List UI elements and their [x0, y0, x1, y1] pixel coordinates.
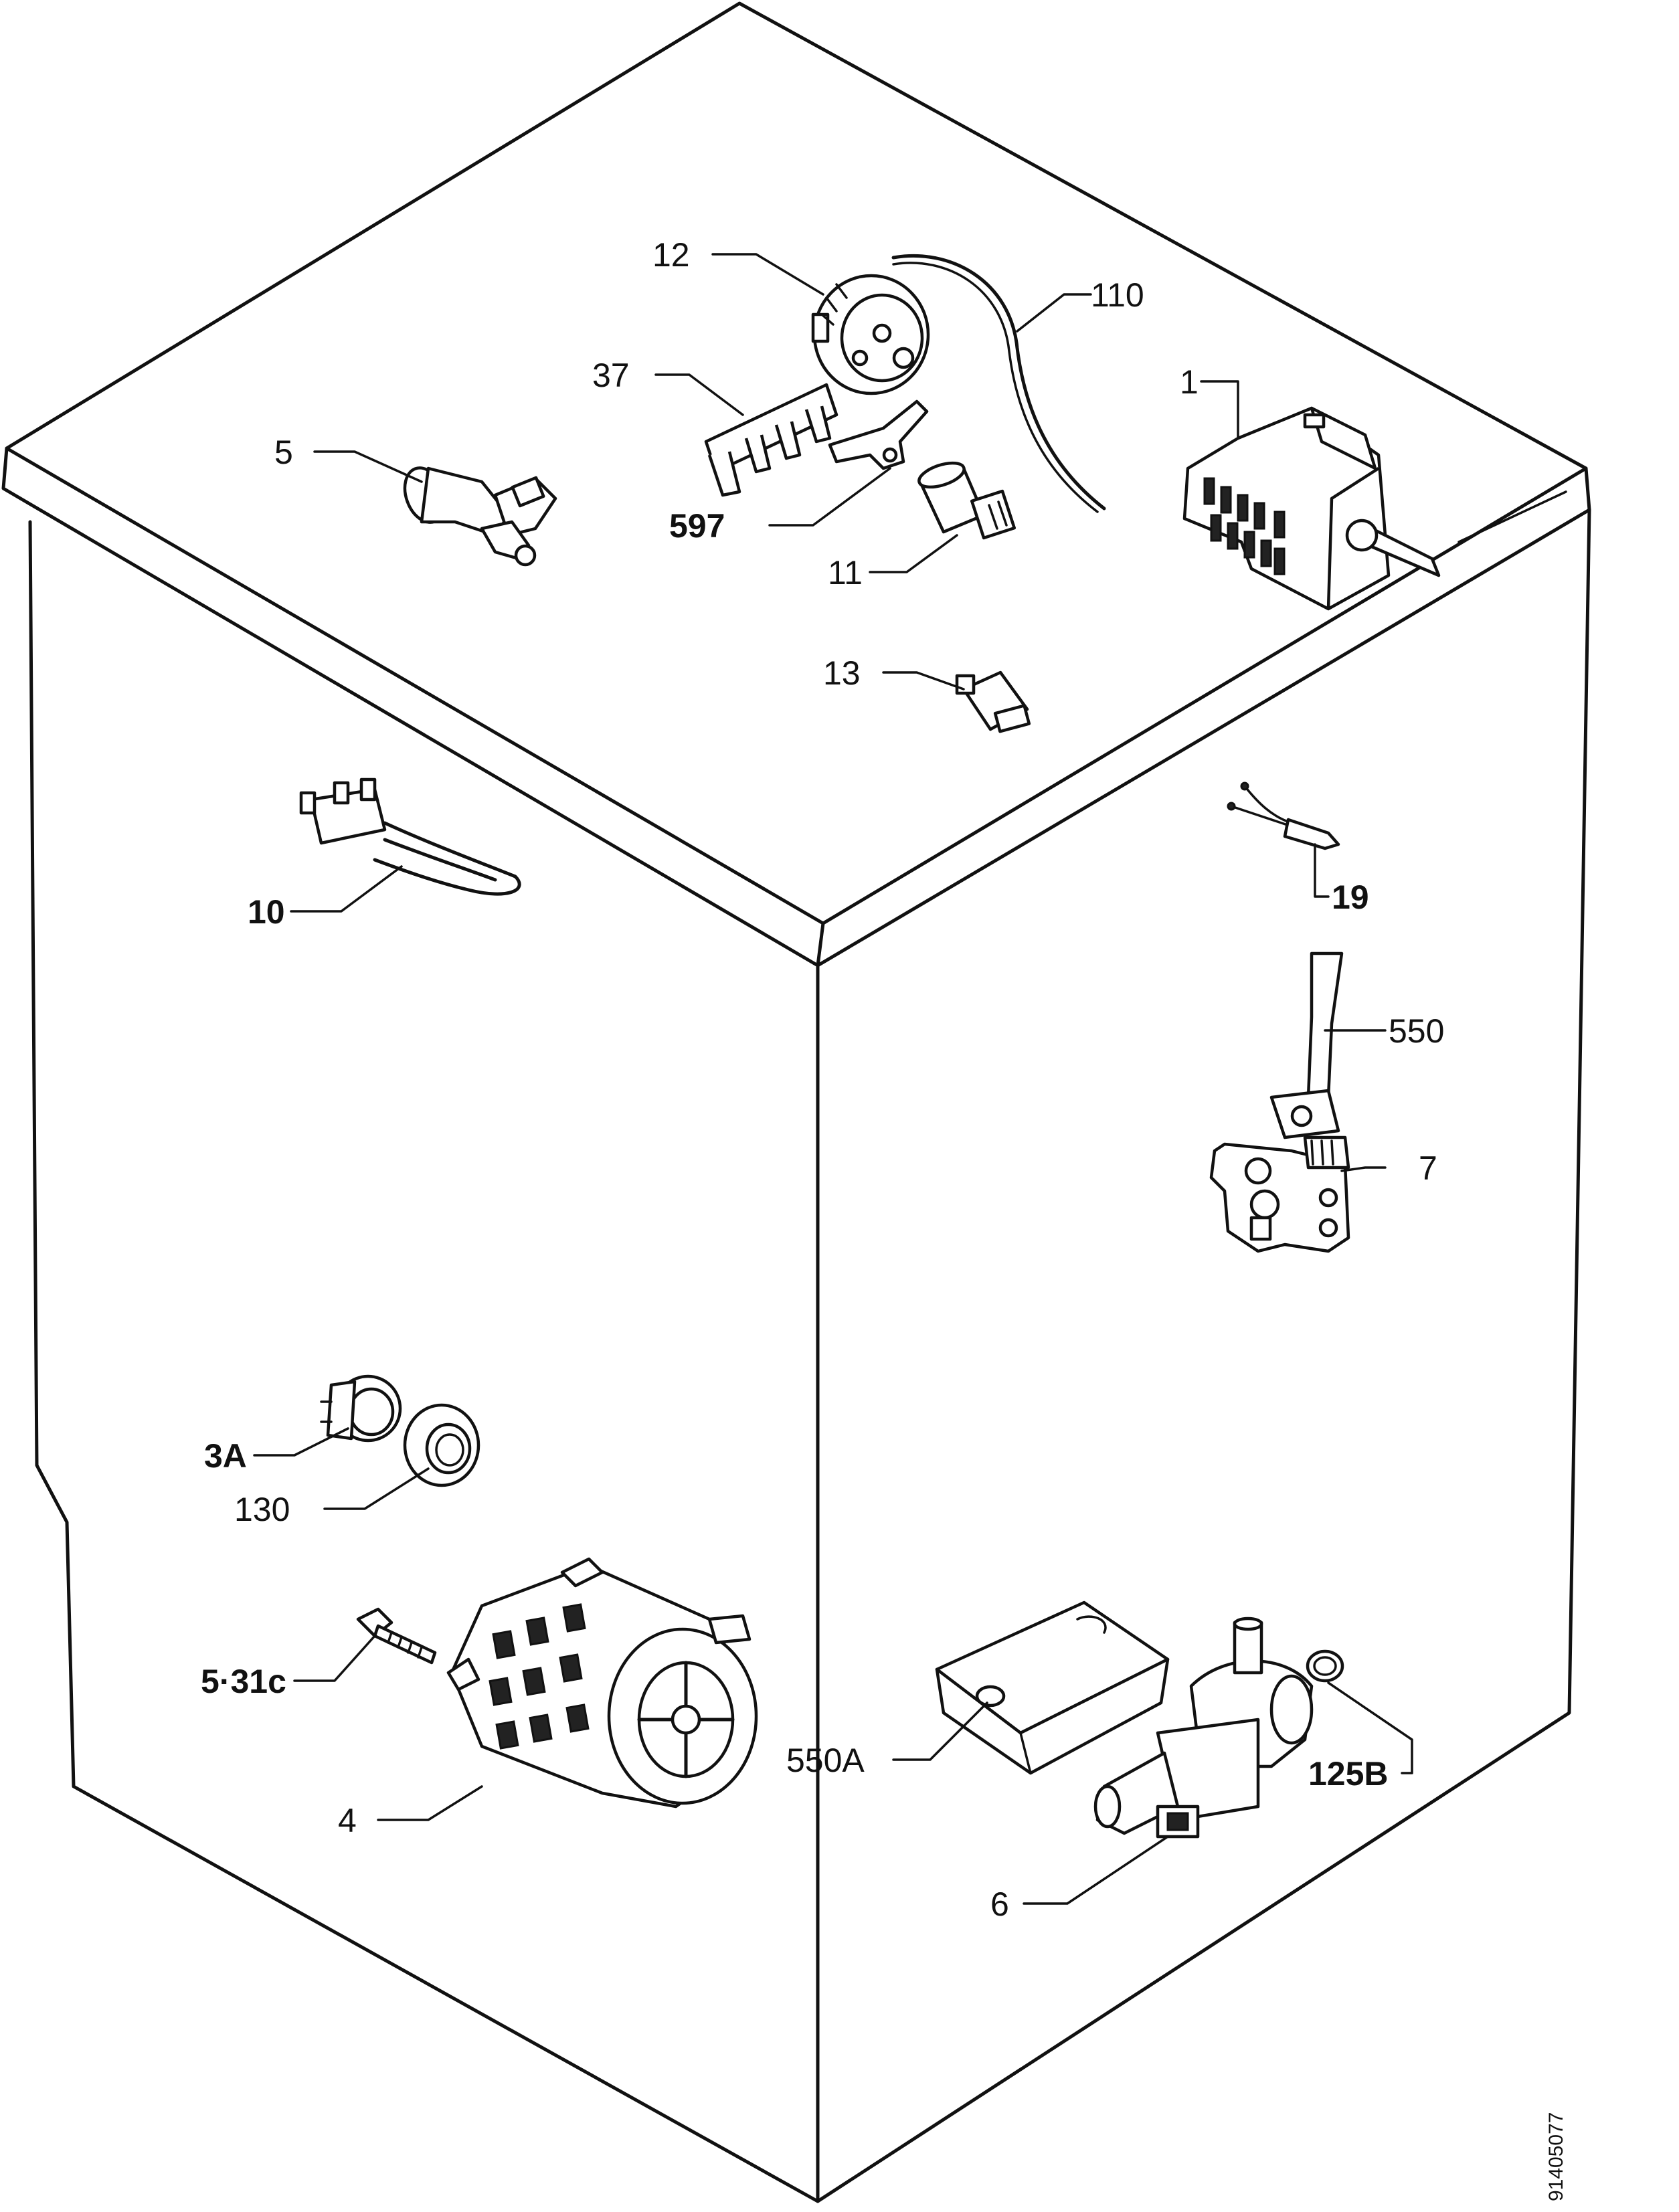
label-6: 6	[990, 1885, 1009, 1923]
part-5-valve	[403, 466, 557, 567]
part-19-sensor	[1227, 781, 1340, 850]
drawing-code: 91405077	[1545, 2112, 1567, 2201]
label-5: 5	[274, 434, 293, 471]
label-531c: 5·31c	[201, 1663, 286, 1700]
part-7-interlock	[1209, 1135, 1350, 1253]
part-125b-ring	[1306, 1649, 1344, 1683]
label-3a: 3A	[204, 1437, 247, 1475]
part-550a-block	[935, 1600, 1170, 1775]
label-13: 13	[823, 654, 861, 692]
label-130: 130	[234, 1491, 290, 1528]
leader-lines	[253, 253, 1413, 1905]
label-19: 19	[1332, 879, 1369, 916]
label-550a: 550A	[786, 1742, 865, 1779]
part-3a-pressure-switch	[320, 1374, 402, 1443]
part-550-lever	[1269, 951, 1344, 1139]
label-37: 37	[592, 357, 630, 394]
part-597-latch	[828, 399, 929, 470]
part-1-timer	[1182, 406, 1441, 611]
part-531c-screw	[356, 1607, 437, 1665]
motor-vents	[489, 1603, 590, 1750]
label-597: 597	[669, 507, 725, 545]
label-7: 7	[1419, 1149, 1437, 1187]
part-130-seal	[403, 1403, 480, 1487]
part-10-heater	[299, 777, 521, 896]
cabinet-outline	[1, 1, 1591, 2203]
label-110: 110	[1091, 276, 1144, 314]
label-12: 12	[652, 236, 690, 274]
part-110-hose	[891, 254, 1106, 513]
part-11-capacitor	[917, 461, 1017, 540]
part-4-motor	[446, 1557, 758, 1809]
label-10: 10	[248, 893, 285, 931]
label-550: 550	[1389, 1012, 1444, 1050]
label-11: 11	[828, 554, 863, 591]
callout-labels: 12 110 37 1 5 597 11 13 10 19 550 7 3A 1…	[201, 236, 1567, 2201]
label-1: 1	[1180, 363, 1199, 401]
label-4: 4	[338, 1802, 357, 1839]
part-12-selector	[811, 274, 930, 395]
part-13-connector	[955, 670, 1031, 733]
part-37-terminal-block	[704, 383, 838, 497]
label-125b: 125B	[1308, 1755, 1389, 1792]
timer-contacts	[1203, 477, 1286, 575]
part-6-pump	[1093, 1617, 1314, 1839]
